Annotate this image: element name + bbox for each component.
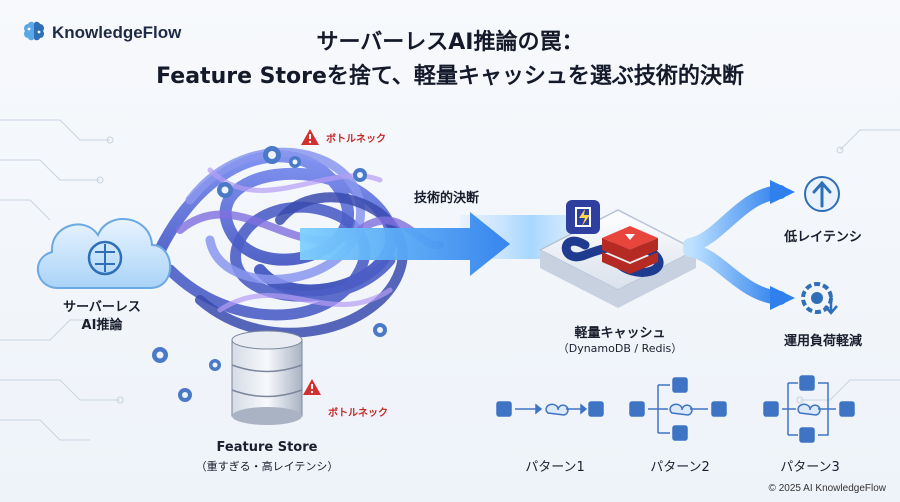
arrow-up-icon	[804, 176, 840, 212]
brain-network-icon	[22, 20, 46, 46]
brand-logo[interactable]: KnowledgeFlow	[22, 20, 181, 46]
bottleneck-warning-bottom	[302, 378, 322, 396]
output-arrows	[683, 180, 795, 310]
pattern-3-diagram	[763, 375, 855, 443]
gear-refresh-icon	[801, 282, 838, 315]
copyright: © 2025 AI KnowledgeFlow	[768, 483, 886, 494]
main-arrow	[300, 212, 510, 276]
database-icon	[231, 330, 303, 425]
tangled-pipeline	[154, 147, 444, 338]
page-title-line1: サーバーレスAI推論の罠：	[316, 30, 584, 55]
bottleneck-warning-top: ボトルネック	[300, 128, 386, 146]
bottleneck-label: ボトルネック	[328, 408, 388, 419]
gear-icons	[152, 146, 387, 402]
brand-name: KnowledgeFlow	[52, 23, 182, 42]
dynamodb-icon	[566, 200, 600, 234]
pattern-2-label: パターン2	[650, 460, 710, 475]
pattern-1-diagram	[496, 401, 604, 417]
warning-icon	[303, 379, 321, 395]
serverless-label-line1: サーバーレス	[63, 300, 141, 315]
page-title-line2: Feature Storeを捨て、軽量キャッシュを選ぶ技術的決断	[156, 64, 744, 89]
circuit-lines-left	[0, 119, 124, 441]
warning-icon	[301, 129, 319, 145]
pattern-3-label: パターン3	[780, 460, 840, 475]
cache-note: （DynamoDB / Redis）	[557, 342, 683, 355]
serverless-label-line2: AI推論	[81, 318, 123, 333]
bottleneck-warning-bottom-text: ボトルネック	[328, 404, 388, 419]
benefit-low-latency: 低レイテンシ	[784, 230, 862, 245]
redis-icon	[602, 226, 658, 274]
feature-store-note: （重すぎる・高レイテンシ）	[195, 460, 339, 473]
decision-label: 技術的決断	[414, 191, 480, 206]
pattern-2-diagram	[629, 377, 727, 441]
pattern-1-label: パターン1	[525, 460, 585, 475]
feature-store-label: Feature Store	[216, 440, 318, 455]
cache-label: 軽量キャッシュ	[574, 326, 666, 341]
bottleneck-label: ボトルネック	[326, 133, 386, 145]
cloud-brain-icon	[36, 218, 172, 289]
benefit-ops-reduction: 運用負荷軽減	[783, 334, 862, 349]
circuit-lines-right	[796, 129, 900, 404]
